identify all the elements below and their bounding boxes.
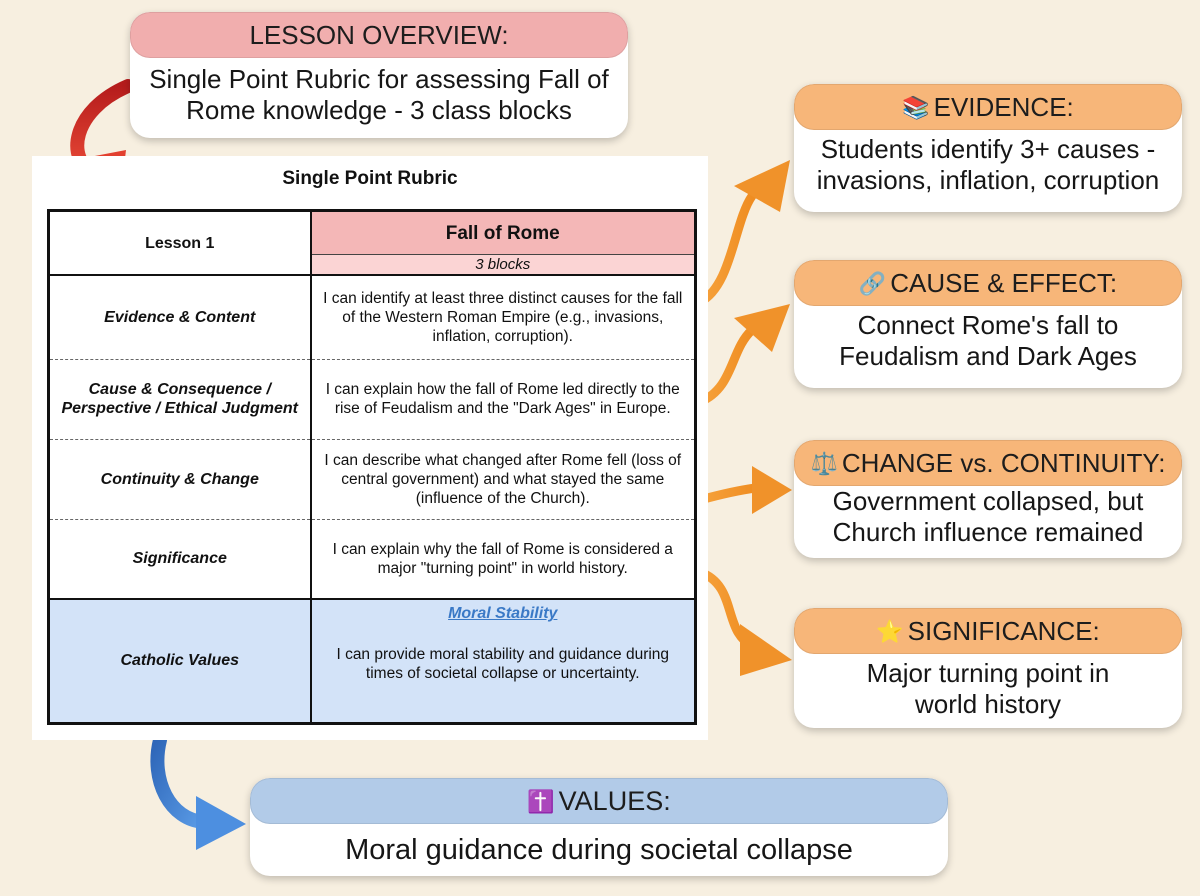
descriptor-cause: I can explain how the fall of Rome led d… — [309, 358, 697, 439]
criterion-significance: Significance — [47, 518, 312, 599]
significance-header-text: SIGNIFICANCE: — [907, 616, 1100, 646]
arrow-to-significance — [695, 567, 792, 676]
rubric-panel: Single Point Rubric Lesson 1 Fall of Rom… — [32, 156, 708, 740]
criterion-values: Catholic Values — [47, 598, 312, 723]
cause-effect-text: Connect Rome's fall to Feudalism and Dar… — [839, 310, 1137, 371]
scales-icon: ⚖️ — [810, 451, 838, 476]
descriptor-evidence: I can identify at least three distinct c… — [309, 275, 697, 359]
duration-label: 3 blocks — [309, 254, 697, 276]
link-icon: 🔗 — [858, 271, 887, 296]
rubric-table: Lesson 1 Fall of Rome 3 blocks Evidence … — [47, 209, 697, 725]
table-row: Significance I can explain why the fall … — [47, 518, 697, 599]
table-row: Continuity & Change I can describe what … — [47, 438, 697, 519]
table-row: Evidence & Content I can identify at lea… — [47, 275, 697, 359]
arrow-to-values — [150, 733, 246, 850]
table-row: Cause & Consequence / Perspective / Ethi… — [47, 358, 697, 439]
evidence-header: 📚EVIDENCE: — [794, 84, 1182, 130]
evidence-callout: 📚EVIDENCE: Students identify 3+ causes -… — [794, 84, 1182, 212]
values-callout: ✝️VALUES: Moral guidance during societal… — [250, 778, 948, 876]
criterion-continuity: Continuity & Change — [47, 438, 312, 519]
change-text: Government collapsed, but Church influen… — [832, 486, 1144, 547]
criterion-evidence: Evidence & Content — [47, 275, 312, 359]
lesson-overview-header: LESSON OVERVIEW: — [130, 12, 628, 58]
arrow-to-evidence — [695, 160, 790, 307]
descriptor-significance: I can explain why the fall of Rome is co… — [309, 518, 697, 599]
change-header: ⚖️CHANGE vs. CONTINUITY: — [794, 440, 1182, 486]
cross-icon: ✝️ — [527, 789, 555, 814]
arrow-to-cause-effect — [695, 304, 790, 407]
evidence-text: Students identify 3+ causes - invasions,… — [816, 134, 1160, 195]
values-text: Moral guidance during societal collapse — [345, 834, 853, 866]
criterion-cause: Cause & Consequence / Perspective / Ethi… — [47, 358, 312, 439]
significance-callout: ⭐SIGNIFICANCE: Major turning point in wo… — [794, 608, 1182, 728]
cause-effect-callout: 🔗CAUSE & EFFECT: Connect Rome's fall to … — [794, 260, 1182, 388]
books-icon: 📚 — [902, 95, 930, 120]
significance-text: Major turning point in world history — [866, 658, 1110, 719]
cause-effect-header: 🔗CAUSE & EFFECT: — [794, 260, 1182, 306]
values-header: ✝️VALUES: — [250, 778, 948, 824]
table-row-values: Catholic Values Moral Stability I can pr… — [47, 598, 697, 723]
topic-header: Fall of Rome — [309, 210, 697, 255]
values-header-text: VALUES: — [558, 786, 671, 816]
descriptor-continuity: I can describe what changed after Rome f… — [309, 438, 697, 519]
change-callout: ⚖️CHANGE vs. CONTINUITY: Government coll… — [794, 440, 1182, 558]
cause-effect-header-text: CAUSE & EFFECT: — [890, 268, 1118, 298]
descriptor-values: I can provide moral stability and guidan… — [336, 646, 670, 683]
lesson-overview-box: LESSON OVERVIEW: Single Point Rubric for… — [130, 12, 628, 138]
arrow-to-change — [695, 466, 792, 514]
significance-header: ⭐SIGNIFICANCE: — [794, 608, 1182, 654]
lesson-overview-text: Single Point Rubric for assessing Fall o… — [149, 64, 609, 125]
values-cell: Moral Stability I can provide moral stab… — [309, 598, 697, 723]
rubric-title: Single Point Rubric — [282, 168, 458, 189]
star-icon: ⭐ — [876, 619, 904, 644]
evidence-header-text: EVIDENCE: — [933, 92, 1074, 122]
lesson-label: Lesson 1 — [47, 210, 312, 276]
moral-stability-link[interactable]: Moral Stability — [448, 605, 558, 623]
change-header-text: CHANGE vs. CONTINUITY: — [841, 448, 1166, 478]
